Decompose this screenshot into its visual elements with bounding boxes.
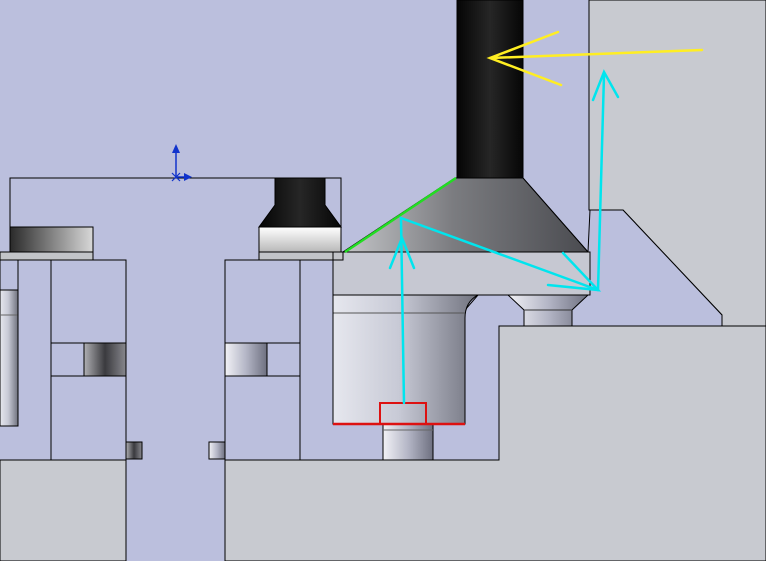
left-edge-slot [0,289,19,427]
cyan-up-arrow-path [399,216,600,405]
clamp-washer-base [258,251,344,261]
cyan-vertical-arrow-path [596,73,606,292]
cyan-up-arrowhead [388,234,416,270]
chamfer-edge-highlight[interactable] [344,176,457,254]
clamp-head [258,177,342,228]
left-tab [125,441,143,460]
cyan-force-arrows[interactable] [388,69,620,405]
clamp-washer [258,226,342,253]
cylinder-bore [332,294,479,425]
middle-tab [208,441,226,460]
left-plate-base [0,251,94,261]
left-stub [83,342,127,377]
left-plate [9,226,94,253]
middle-stub [224,342,268,377]
cyan-vertical-arrowhead [591,69,620,102]
seat-band [332,251,591,296]
bottom-pin [382,423,434,461]
yellow-direction-arrow[interactable] [486,30,704,87]
actuator-shaft [456,0,524,179]
origin-triad-icon[interactable] [171,144,192,182]
